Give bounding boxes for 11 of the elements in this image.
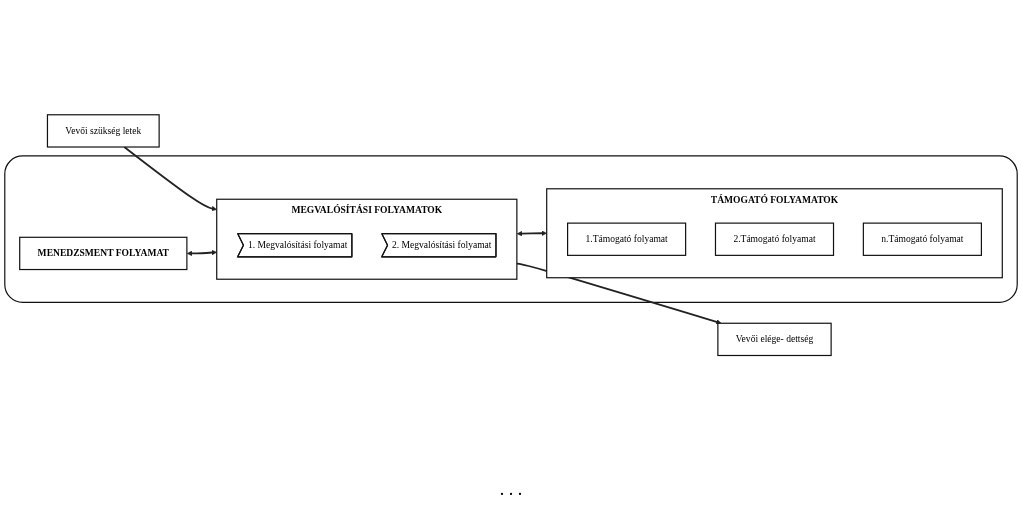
node-box: 2.Támogató folyamat (714, 222, 835, 256)
node-box: MENEDZSMENT FOLYAMAT (19, 236, 188, 270)
arrow (186, 249, 217, 256)
ellipsis-label: . . . (499, 479, 523, 499)
node-box: n.Támogató folyamat (862, 222, 982, 256)
node-box: 1.Támogató folyamat (567, 222, 687, 256)
node-box: Vevői szükség letek (46, 114, 160, 148)
arrow (123, 145, 217, 211)
node-box: Vevői elége- dettség (717, 322, 832, 356)
arrow (516, 230, 547, 237)
cluster (4, 155, 1018, 303)
